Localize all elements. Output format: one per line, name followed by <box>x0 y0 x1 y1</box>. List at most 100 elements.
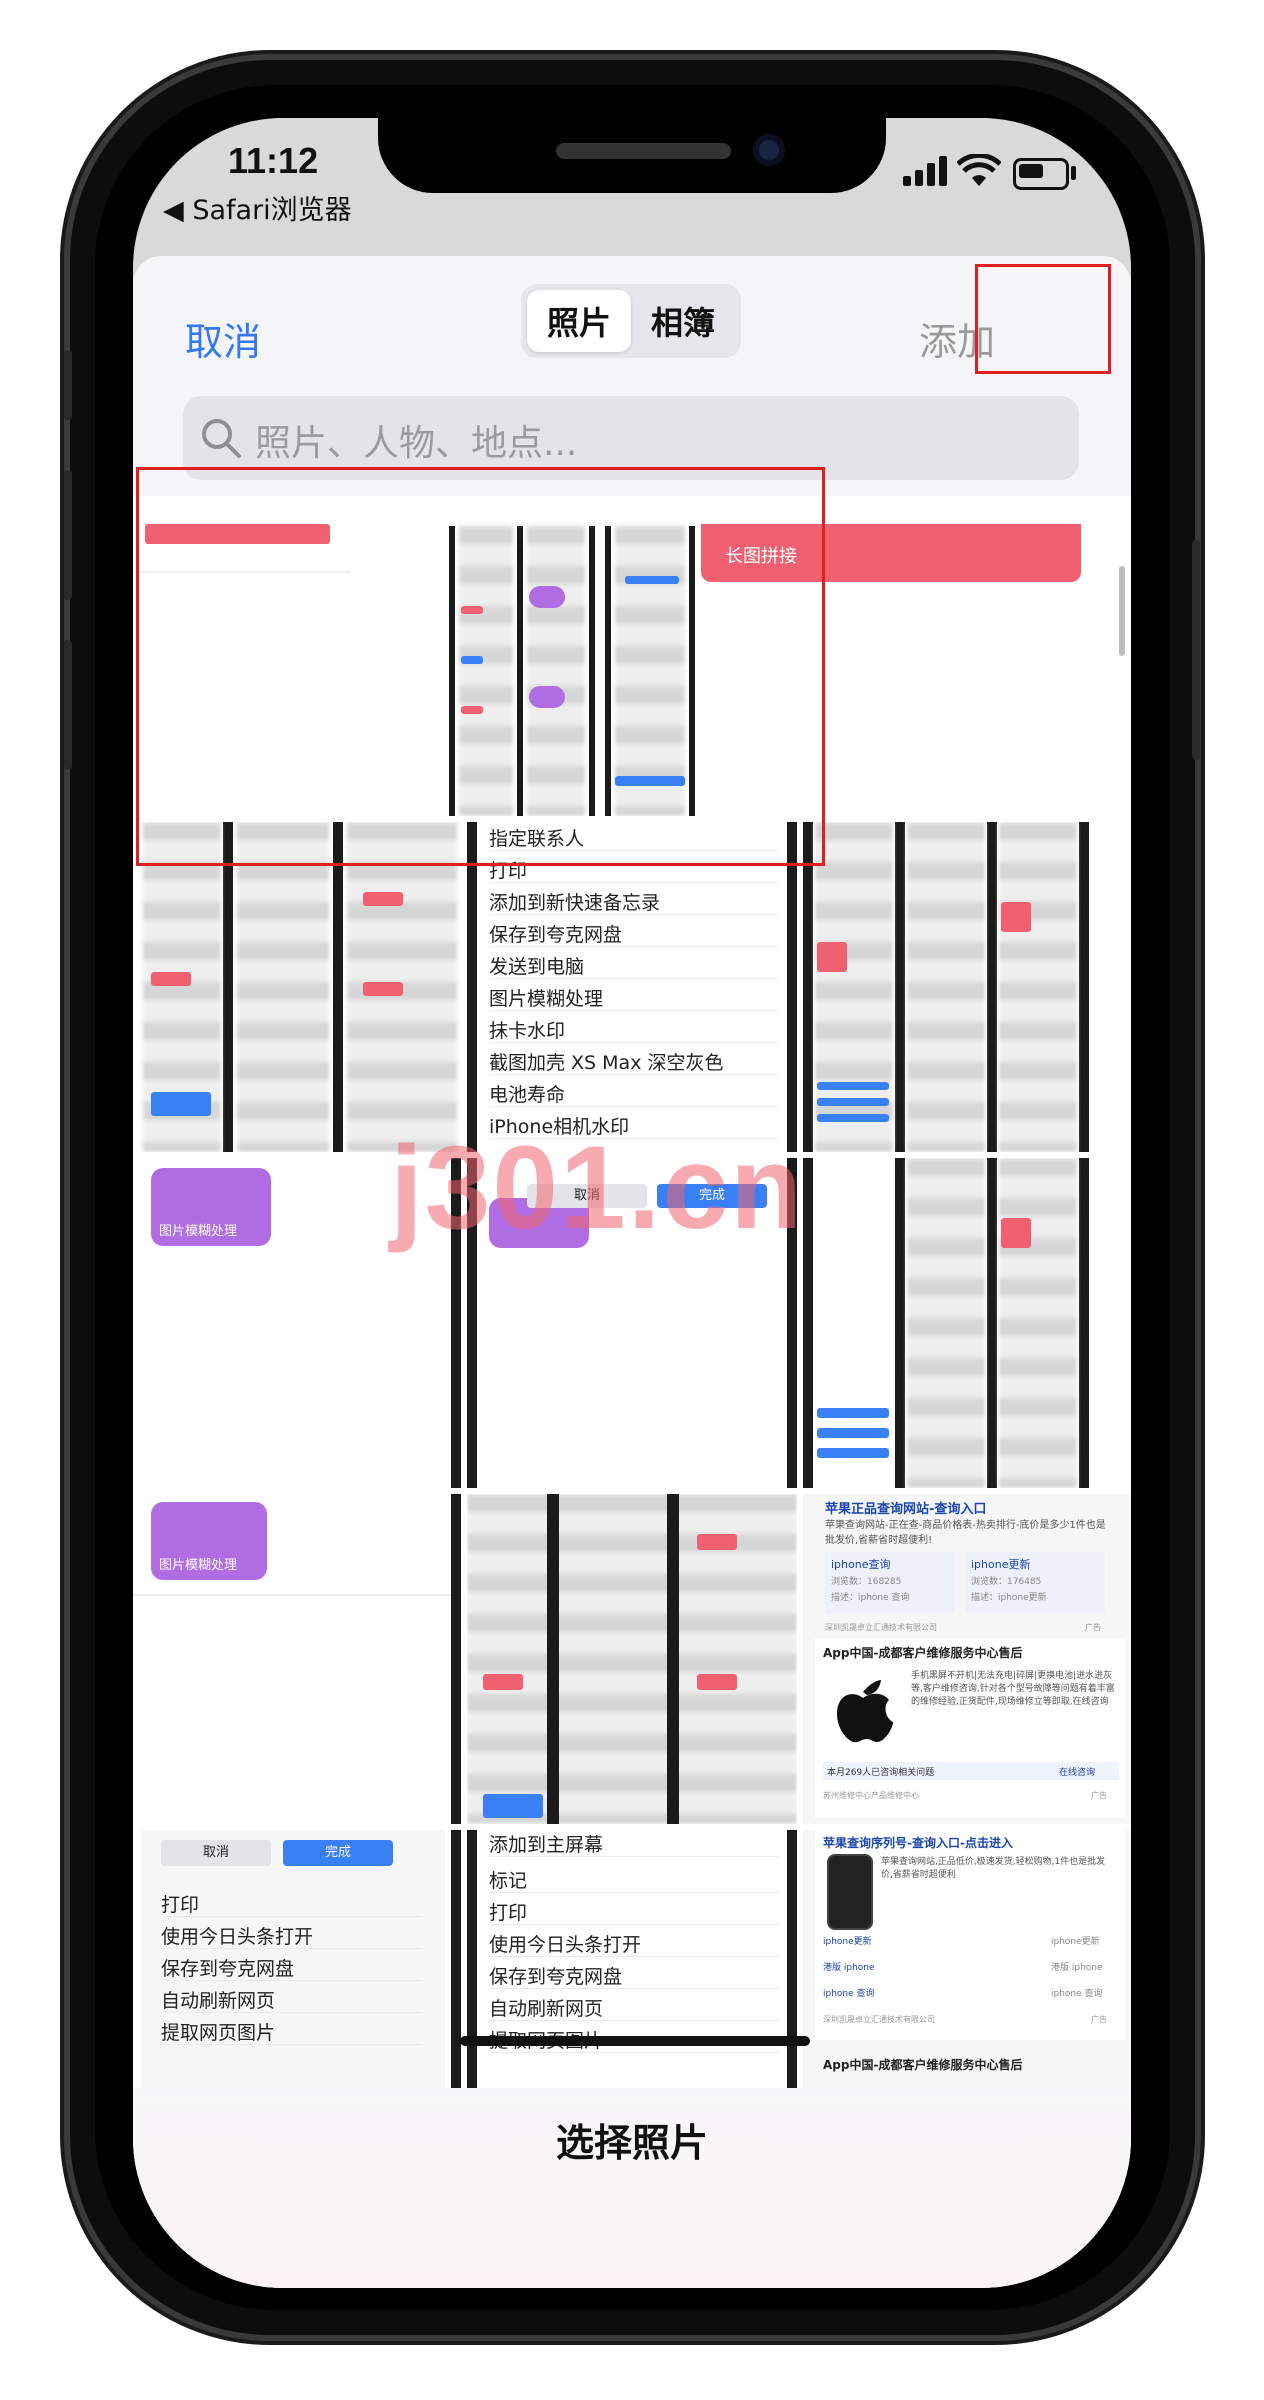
apple-logo-icon <box>823 1668 903 1748</box>
menu-row: 发送到电脑 <box>489 952 779 979</box>
menu-row: 电池寿命 <box>489 1080 779 1107</box>
photo-picker-sheet: 取消 照片 相簿 添加 照片、人物、地点... <box>133 256 1131 2288</box>
battery-icon <box>1013 158 1069 190</box>
ad-source: 苏州维修中心产品维修中心 <box>823 1791 919 1800</box>
photo-thumbnail[interactable] <box>803 1158 1131 1488</box>
cancel-chip: 取消 <box>161 1840 271 1866</box>
ad-desc: 苹果查询网站-正在查-商品价格表-热卖排行-底价是多少1件也是批发价,省薪省时超… <box>825 1520 1106 1546</box>
watermark: j301.cn <box>390 1122 805 1254</box>
menu-row: 截图加壳 XS Max 深空灰色 <box>489 1048 779 1075</box>
front-camera <box>753 134 785 166</box>
phone-product-icon <box>827 1854 873 1930</box>
search-ad-screenshot[interactable]: 苹果查询序列号-查询入口-点击进入 苹果查询网站,正品低价,极速发货,轻松购物,… <box>803 1830 1131 2088</box>
cellular-signal-icon <box>903 156 947 186</box>
cancel-button[interactable]: 取消 <box>185 320 262 364</box>
bottom-title: 选择照片 <box>555 2121 708 2165</box>
search-field[interactable]: 照片、人物、地点... <box>183 396 1079 480</box>
menu-row: 标记 <box>489 1866 779 1893</box>
menu-row: 使用今日头条打开 <box>161 1922 421 1949</box>
silent-switch <box>64 350 72 420</box>
tab-photos[interactable]: 照片 <box>527 290 631 352</box>
volume-down-button <box>64 640 72 770</box>
ad-tag: 广告 <box>1091 1791 1107 1800</box>
menu-row: 保存到夸克网盘 <box>489 920 779 947</box>
ad-desc: 手机黑屏不开机|无法充电|碎屏|更换电池|进水进灰等,客户维修咨询,针对各个型号… <box>911 1671 1115 1707</box>
photo-thumbnail[interactable]: 图片模糊处理 <box>133 1494 461 1824</box>
battery-cap <box>1071 166 1076 180</box>
banner-label: 长图拼接 <box>725 546 797 567</box>
search-ad-screenshot[interactable]: 苹果正品查询网站-查询入口 苹果查询网站-正在查-商品价格表-热卖排行-底价是多… <box>803 1494 1131 1824</box>
photo-thumbnail[interactable] <box>467 1494 797 1824</box>
status-time: 11:12 <box>228 140 319 181</box>
phone-screen: 11:12 ◀ Safari浏览器 取消 照片 相簿 添加 照片、人物、地点..… <box>133 118 1131 2288</box>
shortcut-menu-screenshot[interactable]: 添加到主屏幕 标记 打印 使用今日头条打开 保存到夸克网盘 自动刷新网页 提取网… <box>467 1830 797 2088</box>
shortcut-menu-screenshot[interactable]: 取消 完成 打印 使用今日头条打开 保存到夸克网盘 自动刷新网页 提取网页图片 <box>133 1830 461 2088</box>
photo-thumbnail[interactable] <box>605 496 697 816</box>
scroll-indicator[interactable] <box>1119 566 1125 656</box>
menu-row: 保存到夸克网盘 <box>161 1954 421 1981</box>
ad-col-views: 浏览数：168285 <box>831 1577 902 1587</box>
ad-row-right: iphone更新 <box>1051 1937 1100 1947</box>
photo-thumbnail[interactable] <box>133 496 351 816</box>
add-button[interactable]: 添加 <box>919 320 996 364</box>
home-indicator[interactable] <box>460 2036 810 2046</box>
photo-thumbnail[interactable] <box>449 496 601 816</box>
search-placeholder: 照片、人物、地点... <box>255 423 578 464</box>
power-button <box>1192 540 1200 760</box>
volume-up-button <box>64 470 72 600</box>
cancel-chip: 取消 <box>527 1184 647 1208</box>
add-button-highlight <box>975 264 1111 374</box>
ad-desc: 苹果查询网站,正品低价,极速发货,轻松购物,1件也是批发价,省薪省时超便利 <box>881 1857 1106 1880</box>
ad-tag: 广告 <box>1085 1623 1101 1632</box>
menu-row: iPhone相机水印 <box>489 1112 779 1139</box>
done-chip: 完成 <box>283 1840 393 1866</box>
purple-card-label: 图片模糊处理 <box>159 1224 238 1239</box>
ad-source: 深圳凯晟卓立汇通技术有限公司 <box>825 1623 937 1632</box>
ad-title: App中国-成都客户维修服务中心售后 <box>823 1646 1023 1660</box>
ad-col-views: 浏览数：176485 <box>971 1577 1042 1587</box>
shortcut-menu-screenshot[interactable]: 指定联系人 打印 添加到新快速备忘录 保存到夸克网盘 发送到电脑 图片模糊处理 … <box>467 822 797 1152</box>
photo-thumbnail[interactable]: 图片模糊处理 <box>133 1158 461 1488</box>
ad-consult-count: 本月269人已咨询相关问题 <box>827 1768 935 1778</box>
menu-row: 打印 <box>489 1898 779 1925</box>
segmented-control: 照片 相簿 <box>521 284 741 358</box>
menu-row: 提取网页图片 <box>161 2018 421 2045</box>
selection-highlight <box>136 467 825 866</box>
back-to-app[interactable]: ◀ Safari浏览器 <box>163 195 352 226</box>
photo-thumbnail[interactable] <box>803 822 1131 1152</box>
menu-row: 抹卡水印 <box>489 1016 779 1043</box>
search-icon <box>199 416 243 464</box>
menu-row: 图片模糊处理 <box>489 984 779 1011</box>
tab-albums[interactable]: 相簿 <box>650 304 715 342</box>
ad-title: App中国-成都客户维修服务中心售后 <box>823 2058 1023 2072</box>
photo-thumbnail-banner[interactable]: 长图拼接 <box>701 496 1131 816</box>
bottom-toolbar: 选择照片 <box>133 2088 1131 2288</box>
notch <box>378 118 886 193</box>
earpiece-speaker <box>556 143 731 159</box>
ad-row-left: 港版 iphone <box>823 1963 875 1973</box>
ad-consult: 在线咨询 <box>1059 1768 1096 1778</box>
menu-row: 自动刷新网页 <box>161 1986 421 2013</box>
ad-title: 苹果正品查询网站-查询入口 <box>825 1502 987 1517</box>
menu-row: 指定联系人 <box>489 824 779 851</box>
menu-row: 添加到新快速备忘录 <box>489 888 779 915</box>
menu-row: 使用今日头条打开 <box>489 1930 779 1957</box>
ad-row-right: iphone 查询 <box>1051 1989 1103 1999</box>
photo-thumbnail[interactable] <box>133 822 461 1152</box>
ad-row-left: iphone 查询 <box>823 1989 875 1999</box>
ad-col-desc: 描述：iphone 查询 <box>831 1593 910 1603</box>
ad-row-left: iphone更新 <box>823 1937 872 1947</box>
menu-row: 自动刷新网页 <box>489 1994 779 2021</box>
done-chip: 完成 <box>657 1184 767 1208</box>
menu-row: 添加到主屏幕 <box>489 1830 779 1857</box>
wifi-icon <box>956 152 1002 192</box>
ad-row-right: 港版 iphone <box>1051 1963 1103 1973</box>
ad-tag: 广告 <box>1091 2015 1107 2024</box>
photo-grid: 长图拼接 指定联系人 打印 添加到新快速备忘录 保存到夸克网盘 <box>133 496 1131 2088</box>
menu-row: 保存到夸克网盘 <box>489 1962 779 1989</box>
shortcut-menu-screenshot[interactable]: 取消 完成 <box>467 1158 797 1488</box>
purple-card-label: 图片模糊处理 <box>159 1558 238 1573</box>
photo-thumbnail[interactable] <box>355 496 445 816</box>
ad-col-desc: 描述：iphone更新 <box>971 1593 1047 1603</box>
menu-row: 打印 <box>161 1890 421 1917</box>
